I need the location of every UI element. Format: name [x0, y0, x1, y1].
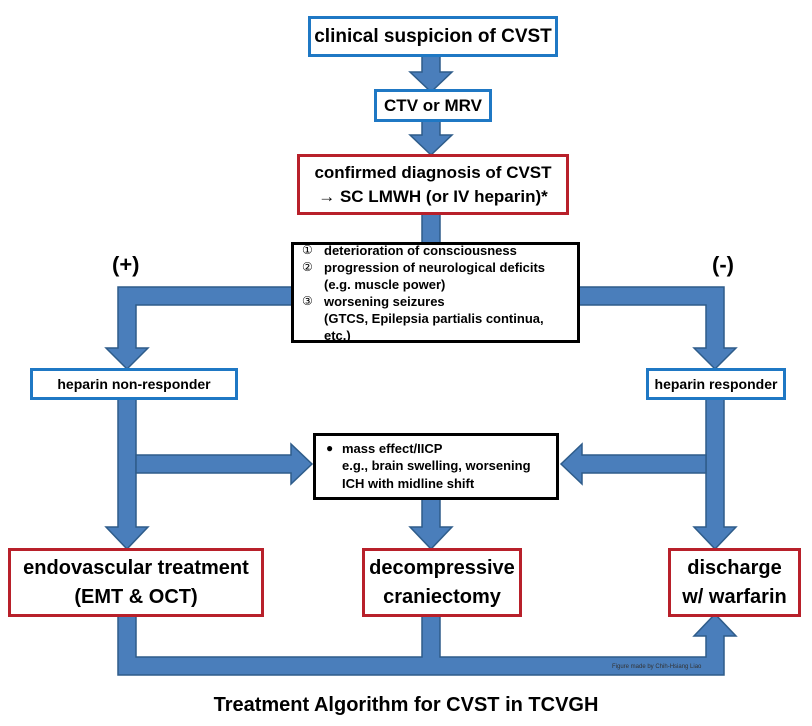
arrow-to-decompressive — [408, 498, 454, 551]
mass-effect-line-3: ICH with midline shift — [342, 476, 475, 491]
criteria-detail-3: (GTCS, Epilepsia partialis continua, etc… — [324, 310, 544, 343]
mass-effect-box: ● mass effect/IICP e.g., brain swelling,… — [313, 433, 559, 500]
criteria-item-3: ③ worsening seizures — [302, 293, 445, 310]
arrow-imaging-to-diagnosis — [408, 120, 454, 157]
arrow-to-mass-effect-left — [135, 442, 314, 486]
arrow-to-mass-effect-right — [559, 442, 707, 486]
criteria-text-3: worsening seizures — [324, 293, 445, 309]
criteria-detail-2: (e.g. muscle power) — [324, 276, 446, 292]
criteria-text-2: progression of neurological deficits — [324, 259, 546, 275]
endovascular-line-2: (EMT & OCT) — [74, 585, 198, 608]
diagram-caption: Treatment Algorithm for CVST in TCVGH — [213, 694, 599, 716]
negative-label: (-) — [712, 252, 734, 277]
endovascular-treatment-box: endovascular treatment (EMT & OCT) — [8, 548, 264, 617]
arrow-to-discharge — [692, 398, 738, 551]
decompressive-craniectomy-box: decompressive craniectomy — [362, 548, 522, 617]
positive-label: (+) — [112, 252, 140, 277]
criteria-marker-2: ② — [302, 259, 313, 274]
responder-text: heparin responder — [654, 376, 778, 392]
clinical-suspicion-box: clinical suspicion of CVST — [308, 16, 558, 57]
arrow-bottom-return — [117, 612, 738, 676]
clinical-suspicion-text: clinical suspicion of CVST — [314, 25, 552, 47]
connector-diagnosis-to-criteria — [421, 213, 441, 245]
decompressive-line-1: decompressive — [369, 556, 515, 579]
discharge-line-2: w/ warfarin — [682, 585, 787, 608]
criteria-text-1: deterioration of consciousness — [324, 242, 517, 258]
imaging-text: CTV or MRV — [384, 95, 482, 115]
mass-effect-line-2: e.g., brain swelling, worsening — [342, 458, 531, 473]
heparin-responder-box: heparin responder — [646, 368, 786, 400]
mass-effect-title: mass effect/IICP — [342, 441, 443, 456]
diagnosis-line-1: confirmed diagnosis of CVST — [314, 162, 552, 182]
discharge-line-1: discharge — [687, 556, 782, 579]
arrow-to-non-responder — [104, 286, 294, 371]
criteria-box: ① deterioration of consciousness ② progr… — [291, 242, 580, 343]
criteria-item-1: ① deterioration of consciousness — [302, 242, 517, 259]
imaging-box: CTV or MRV — [374, 89, 492, 122]
endovascular-line-1: endovascular treatment — [23, 556, 249, 579]
decompressive-line-2: craniectomy — [383, 585, 501, 608]
arrow-suspicion-to-imaging — [408, 55, 454, 94]
criteria-marker-3: ③ — [302, 293, 313, 308]
criteria-item-2: ② progression of neurological deficits — [302, 259, 545, 276]
figure-credit: Figure made by Chih-Hsiang Liao — [612, 664, 702, 670]
mass-effect-line-1: ● mass effect/IICP — [326, 440, 442, 457]
discharge-box: discharge w/ warfarin — [668, 548, 801, 617]
criteria-marker-1: ① — [302, 242, 313, 257]
arrow-to-endovascular — [104, 398, 150, 551]
arrow-to-responder — [577, 286, 738, 371]
diagnosis-line-2: → SC LMWH (or IV heparin)* — [318, 186, 548, 206]
confirmed-diagnosis-box: confirmed diagnosis of CVST → SC LMWH (o… — [297, 154, 569, 215]
heparin-non-responder-box: heparin non-responder — [30, 368, 238, 400]
non-responder-text: heparin non-responder — [57, 376, 211, 392]
bullet-icon: ● — [326, 441, 334, 455]
